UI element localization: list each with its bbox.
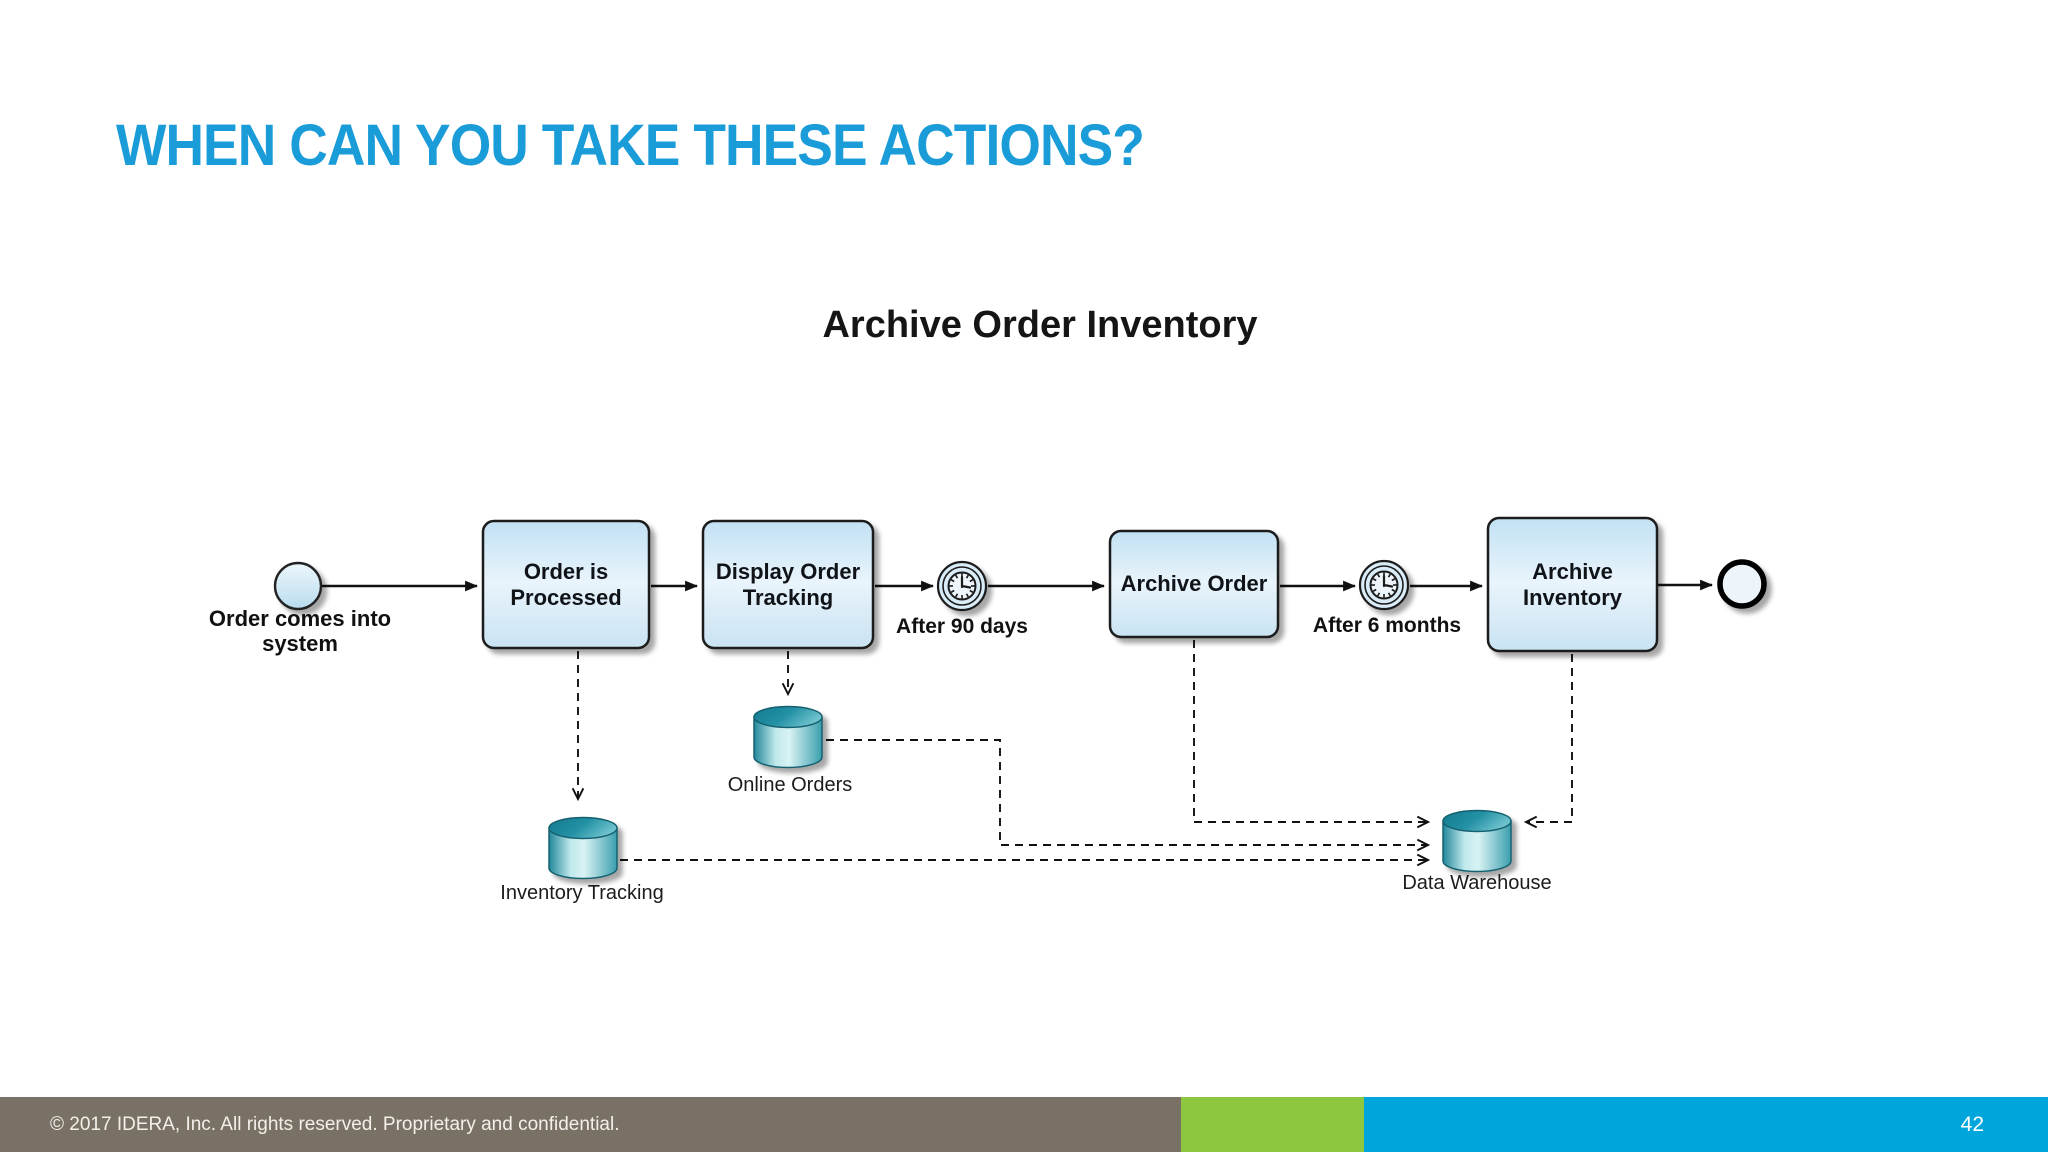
start-event-label: Order comes into system bbox=[208, 606, 392, 657]
inventory-tracking-datastore-icon bbox=[548, 816, 618, 880]
inventory-tracking-label: Inventory Tracking bbox=[500, 882, 664, 904]
diagram-title: Archive Order Inventory bbox=[822, 304, 1258, 346]
slide-title: WHEN CAN YOU TAKE THESE ACTIONS? bbox=[116, 113, 1145, 178]
data-warehouse-label: Data Warehouse bbox=[1402, 872, 1552, 894]
data-associations bbox=[578, 640, 1573, 860]
sequence-flows bbox=[322, 579, 1714, 592]
task-archive-order-box bbox=[1108, 529, 1280, 639]
online-orders-label: Online Orders bbox=[727, 774, 853, 796]
page-number: 42 bbox=[1960, 1112, 1984, 1136]
online-orders-datastore-icon bbox=[753, 705, 823, 769]
footer-page-area: 42 bbox=[1364, 1097, 2048, 1152]
footer-bar: © 2017 IDERA, Inc. All rights reserved. … bbox=[0, 1097, 2048, 1152]
assoc-online-orders-to-data-warehouse bbox=[826, 739, 1428, 845]
start-event-circle bbox=[273, 561, 323, 611]
footer-green-accent bbox=[1181, 1097, 1364, 1152]
timer-6-months-icon bbox=[1358, 559, 1410, 611]
timer-90-days-icon bbox=[936, 560, 988, 612]
task-display-order-tracking-box bbox=[701, 519, 875, 650]
task-archive-inventory-label: Archive Inventory bbox=[1522, 558, 1623, 610]
task-order-is-processed-box bbox=[481, 519, 651, 650]
footer-copyright: © 2017 IDERA, Inc. All rights reserved. … bbox=[0, 1097, 1181, 1152]
task-display-order-tracking-label: Display Order Tracking bbox=[715, 558, 861, 610]
timer-6-months-label: After 6 months bbox=[1312, 614, 1462, 637]
data-warehouse-datastore-icon bbox=[1442, 809, 1512, 873]
task-archive-inventory-box bbox=[1486, 516, 1659, 653]
assoc-task4-to-data-warehouse bbox=[1526, 654, 1573, 822]
end-event-circle bbox=[1717, 559, 1767, 609]
assoc-task3-to-data-warehouse bbox=[1193, 640, 1428, 822]
task-order-is-processed-label: Order is Processed bbox=[510, 558, 622, 610]
task-archive-order-label: Archive Order bbox=[1120, 571, 1268, 597]
timer-90-days-label: After 90 days bbox=[896, 615, 1028, 638]
